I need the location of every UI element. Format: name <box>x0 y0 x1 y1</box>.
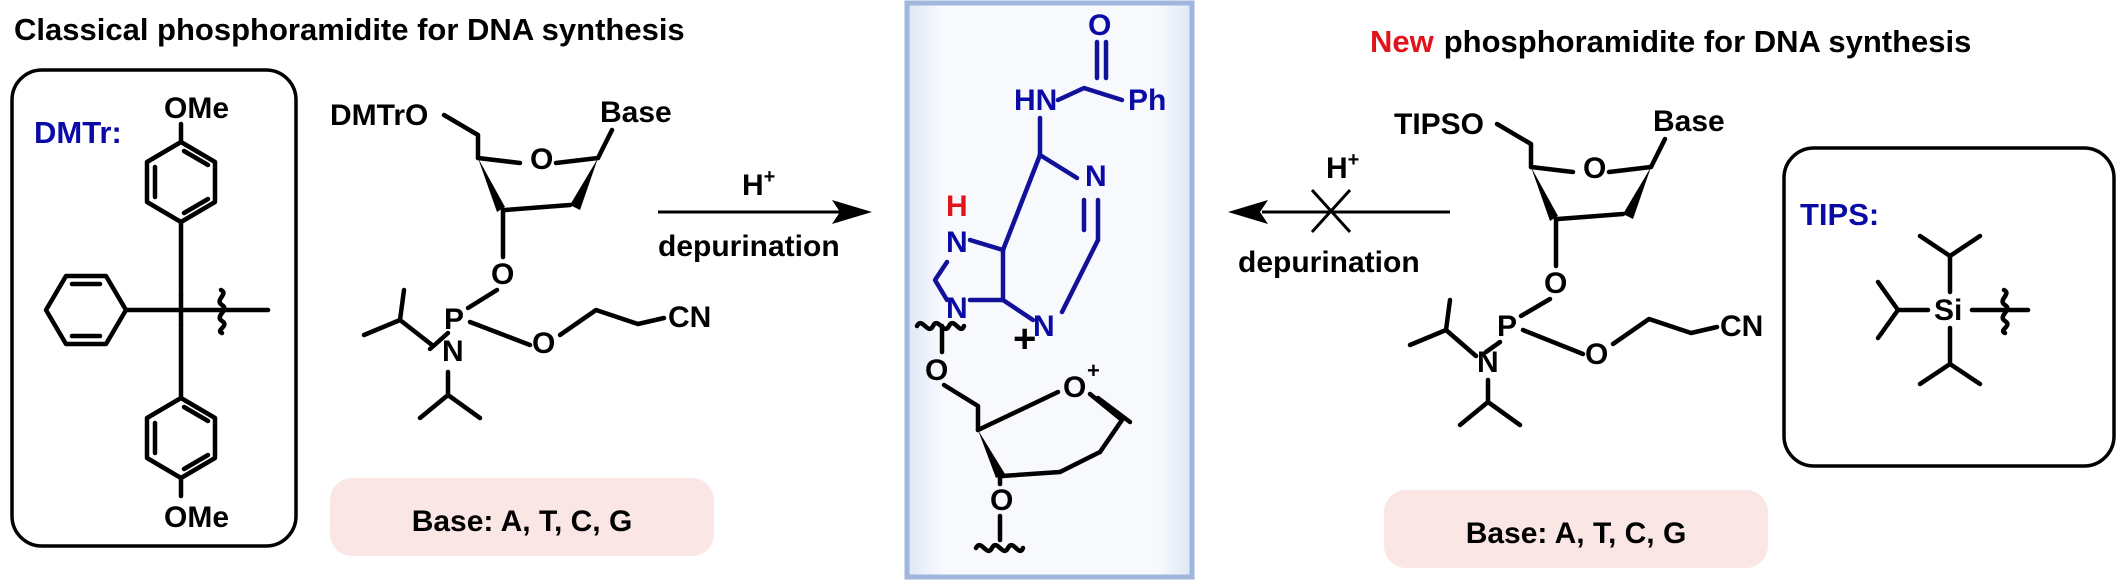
o3-right: O <box>1544 267 1567 300</box>
arrow-left-reagent: H+ <box>742 166 775 202</box>
o-ce-right: O <box>1585 338 1608 371</box>
base-box-left <box>330 478 714 556</box>
carbonyl-o: O <box>1088 9 1111 42</box>
o-ce-left: O <box>532 327 555 360</box>
benzoyl-adenine: O HN Ph H N N N N <box>932 9 1166 343</box>
arrow-left-to-center <box>658 200 872 224</box>
center-plus: + <box>1013 317 1036 361</box>
tips-label: TIPS: <box>1800 197 1879 232</box>
dmtr-label: DMTr: <box>34 115 122 150</box>
left-title: Classical phosphoramidite for DNA synthe… <box>14 12 685 47</box>
n3-label: N <box>1033 310 1055 343</box>
tipso-label: TIPSO <box>1394 108 1484 141</box>
base-box-right-text: Base: A, T, C, G <box>1466 517 1687 550</box>
base-box-left-text: Base: A, T, C, G <box>412 505 633 538</box>
ome-top-label: OMe <box>164 92 229 125</box>
si-label: Si <box>1934 294 1962 327</box>
n-right: N <box>1477 346 1499 379</box>
n-left: N <box>442 335 464 368</box>
tips-structure <box>1875 233 2031 387</box>
base-label-right: Base <box>1653 105 1725 138</box>
cn-left: CN <box>668 301 711 334</box>
ph-label: Ph <box>1128 84 1166 117</box>
base-label-left: Base <box>600 96 672 129</box>
base-box-right <box>1384 490 1768 568</box>
ring-o-left: O <box>530 143 553 176</box>
tips-box <box>1782 146 2116 468</box>
arrow-left-process: depurination <box>658 230 840 263</box>
h-red-label: H <box>946 190 968 223</box>
o3-center-label: O <box>990 484 1013 517</box>
blocked-arrow <box>1228 188 1450 234</box>
dmtr-structure <box>43 121 271 499</box>
ome-bottom-label: OMe <box>164 501 229 534</box>
classical-phosphoramidite: DMTrO Base O O P N O CN <box>330 96 711 421</box>
oxocarbenium-sugar: O O + O <box>914 320 1133 554</box>
n1-label: N <box>1085 160 1107 193</box>
cn-right: CN <box>1720 310 1763 343</box>
oxo-o-label: O <box>1063 371 1086 404</box>
oxo-charge: + <box>1087 358 1100 383</box>
hn-label: HN <box>1014 84 1057 117</box>
n9-label: N <box>946 292 968 325</box>
dmtro-label: DMTrO <box>330 99 428 132</box>
o3-left: O <box>491 258 514 291</box>
o5-label: O <box>925 354 948 387</box>
arrow-right-reagent: H+ <box>1326 149 1359 185</box>
n7-label: N <box>946 226 968 259</box>
center-box <box>904 0 1195 580</box>
new-phosphoramidite: TIPSO Base O O P N O CN <box>1394 105 1763 428</box>
ring-o-right: O <box>1583 152 1606 185</box>
p-right: P <box>1497 310 1517 343</box>
arrow-right-process: depurination <box>1238 246 1420 279</box>
p-left: P <box>444 303 464 336</box>
